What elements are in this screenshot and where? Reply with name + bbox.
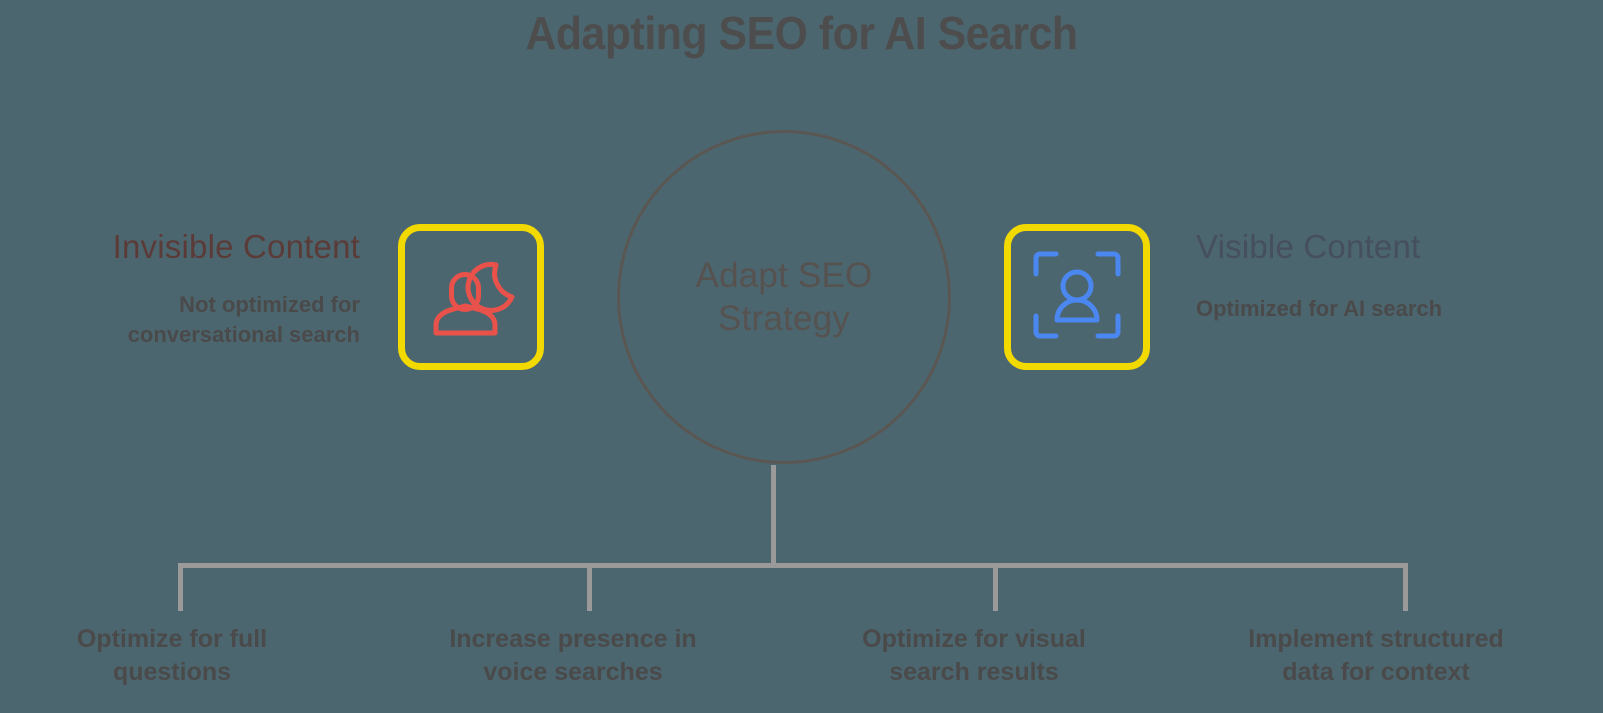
invisible-content-icon-box (398, 224, 544, 370)
branch-label-3-line2: search results (889, 658, 1059, 686)
visible-content-icon-box (1004, 224, 1150, 370)
right-content-block: Visible Content Optimized for AI search (1196, 228, 1556, 324)
branch-label-2-line2: voice searches (483, 658, 663, 686)
center-node-label-line1: Adapt SEO (695, 256, 873, 295)
branch-label-4: Implement structured data for context (1176, 623, 1576, 689)
page-title: Adapting SEO for AI Search (525, 7, 1078, 59)
center-stem-connector (771, 465, 776, 566)
person-focus-frame-icon (1025, 243, 1129, 352)
center-node-label-line2: Strategy (718, 299, 850, 338)
branch-label-1-line2: questions (112, 658, 232, 686)
branch-drop-connector-2 (587, 563, 592, 611)
center-node: Adapt SEO Strategy (617, 130, 951, 464)
horizontal-bus-connector (178, 563, 1408, 568)
branch-label-2: Increase presence in voice searches (373, 623, 773, 689)
center-node-label: Adapt SEO Strategy (696, 254, 873, 340)
left-content-block: Invisible Content Not optimized for conv… (20, 228, 360, 350)
branch-label-3-line1: Optimize for visual (862, 625, 1086, 653)
right-content-title: Visible Content (1196, 228, 1421, 265)
sleeping-person-moon-icon (419, 243, 523, 352)
left-content-title: Invisible Content (112, 228, 360, 265)
branch-label-4-line1: Implement structured (1248, 625, 1504, 653)
branch-drop-connector-4 (1403, 563, 1408, 611)
branch-label-1-line1: Optimize for full (76, 625, 268, 653)
branch-drop-connector-3 (993, 563, 998, 611)
branch-label-4-line2: data for context (1282, 658, 1470, 686)
branch-label-1: Optimize for full questions (0, 623, 372, 689)
branch-label-2-line1: Increase presence in (449, 625, 697, 653)
branch-drop-connector-1 (178, 563, 183, 611)
left-content-subtitle: Not optimized for conversational search (127, 292, 360, 347)
branch-label-3: Optimize for visual search results (774, 623, 1174, 689)
right-content-subtitle: Optimized for AI search (1196, 296, 1443, 321)
